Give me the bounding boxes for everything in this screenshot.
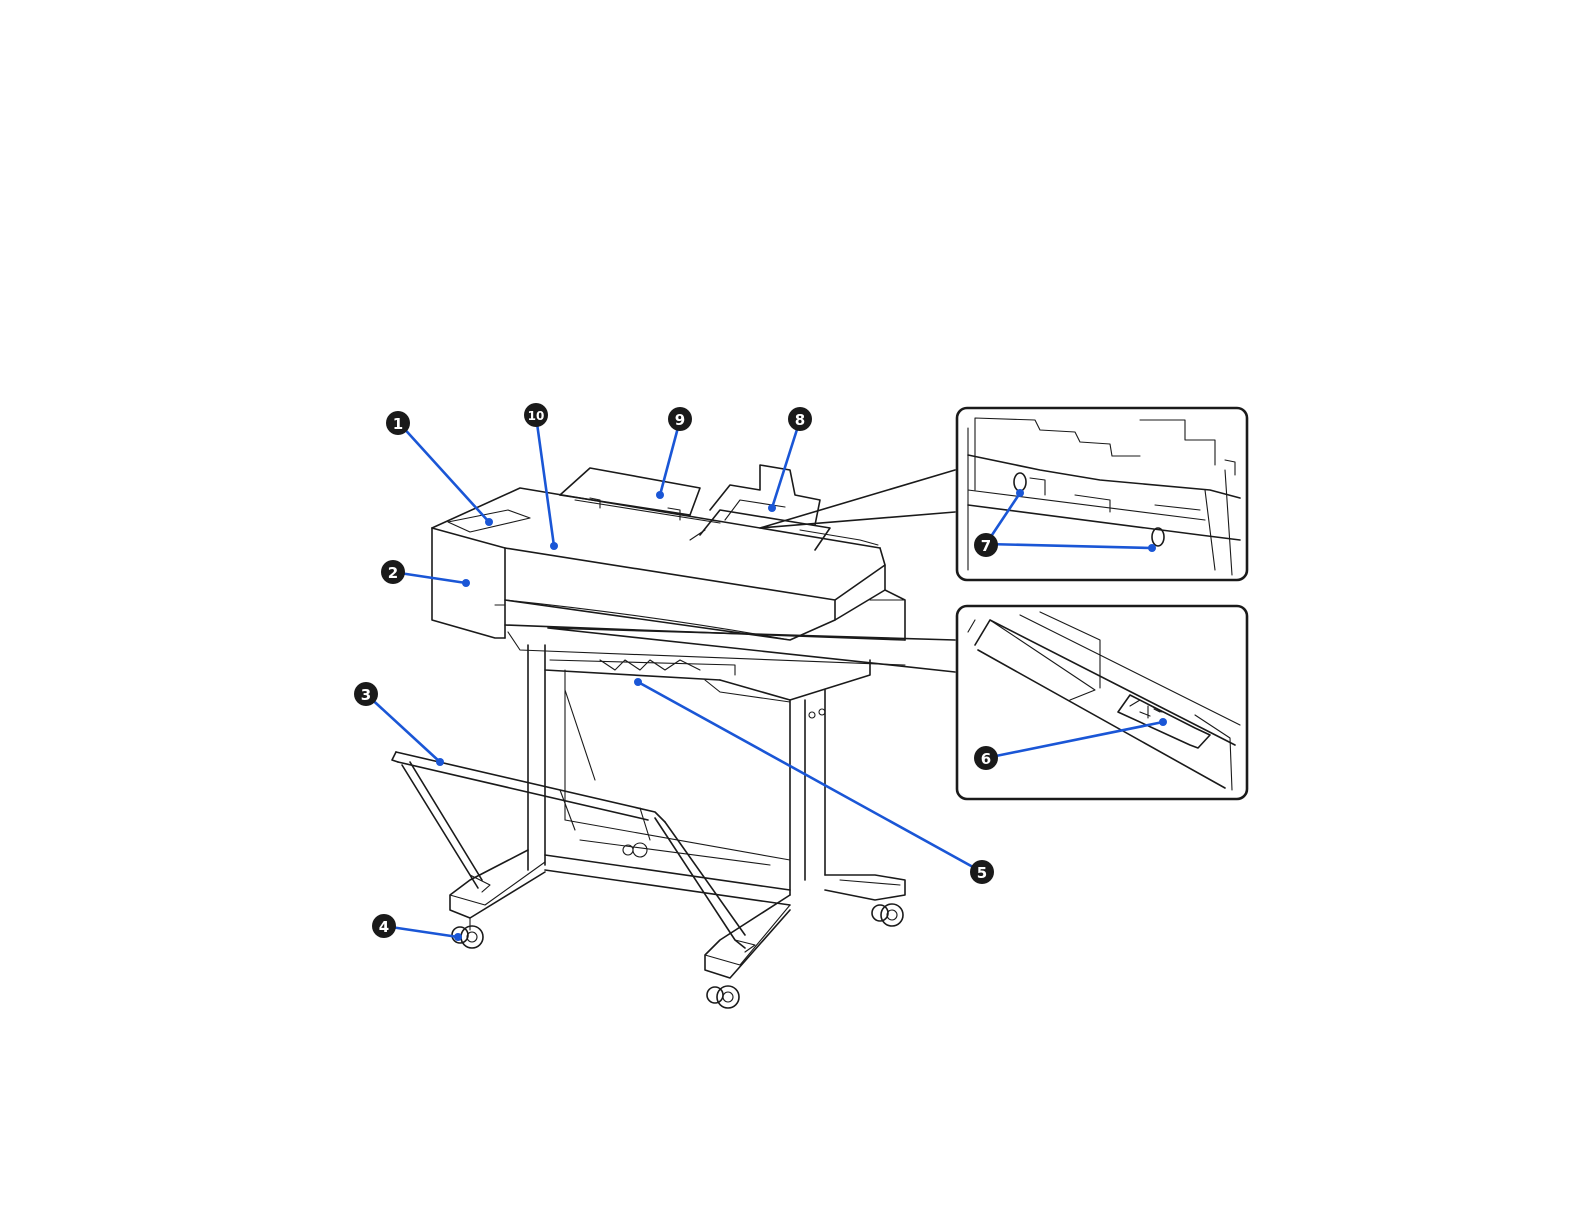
callout-1: 1 <box>386 411 410 435</box>
callout-5-label: 5 <box>977 864 987 882</box>
callout-8-label: 8 <box>795 411 805 429</box>
callout-10-label: 10 <box>528 409 545 423</box>
callout-6: 6 <box>974 746 998 770</box>
callout-4: 4 <box>372 914 396 938</box>
leader-1 <box>400 424 489 522</box>
callout-4-label: 4 <box>379 918 389 936</box>
callout-6-label: 6 <box>981 750 991 768</box>
callout-2: 2 <box>381 560 405 584</box>
leader-10 <box>536 416 554 546</box>
leader-5 <box>638 682 982 872</box>
callout-1-label: 1 <box>393 415 403 433</box>
leader-3 <box>366 694 440 762</box>
callout-3-label: 3 <box>361 686 371 704</box>
paper-basket-frame <box>392 752 755 952</box>
inset-paper-guides <box>957 408 1247 580</box>
callout-2-label: 2 <box>388 564 398 582</box>
caster-rear-right <box>872 904 903 926</box>
callout-5: 5 <box>970 860 994 884</box>
inset-cutter <box>957 606 1247 799</box>
callout-9: 9 <box>668 407 692 431</box>
printer-illustration <box>392 465 955 1008</box>
callout-10: 10 <box>524 403 548 427</box>
callout-9-label: 9 <box>675 411 685 429</box>
callout-3: 3 <box>354 682 378 706</box>
caster-front-right <box>707 986 739 1008</box>
callout-7-label: 7 <box>981 537 991 555</box>
callout-8: 8 <box>788 407 812 431</box>
callout-7: 7 <box>974 533 998 557</box>
